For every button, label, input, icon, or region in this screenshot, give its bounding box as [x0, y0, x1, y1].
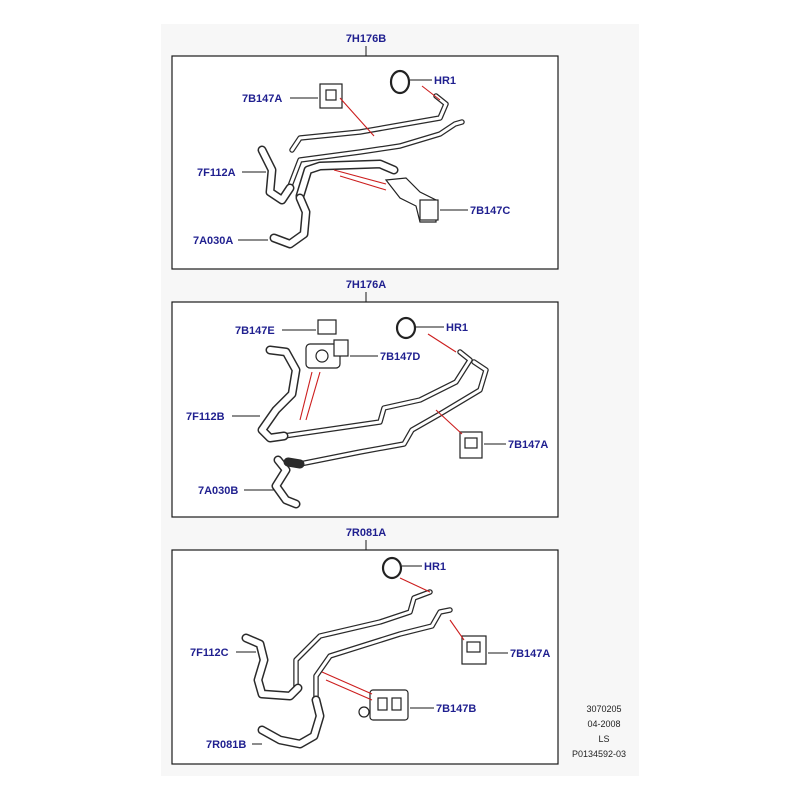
panel-3-frame [171, 549, 559, 765]
footer-date: 04-2008 [587, 719, 620, 729]
panel-2-red-7b147d-a [299, 371, 313, 421]
panel-3-title: 7R081A [346, 527, 386, 539]
panel-3-bracket-7b147b-tab [358, 706, 370, 718]
panel-3-red-7b147a [449, 619, 465, 641]
panel-1-o-ring-hr1 [389, 69, 411, 95]
panel-1-red-7b147a [339, 97, 375, 137]
footer-code: LS [598, 734, 609, 744]
footer-doc-id: P0134592-03 [572, 749, 626, 759]
panel-3-bracket-7b147a-slot [466, 641, 481, 653]
panel-2-block-7b147d-hole [315, 349, 329, 363]
panel-3-bracket-7b147b-hole-a [377, 697, 388, 711]
panel-3-callout-7f112c: 7F112C [190, 647, 229, 659]
footer-ref-number: 3070205 [586, 704, 621, 714]
panel-2-callout-7a030b: 7A030B [198, 485, 238, 497]
panel-3: 7R081A HR1 7F112C 7B147A 7B147B [171, 527, 559, 765]
panel-2-red-7b147a [435, 409, 463, 435]
panel-1-bracket-7b147a-slot [325, 89, 337, 101]
panel-2-pipes [257, 345, 489, 509]
panel-1-red-7b147c-a [333, 169, 387, 185]
panel-2-red-7b147d-b [305, 371, 321, 421]
panel-2-bracket-7b147d [333, 339, 349, 357]
panel-1: 7H176B 7B147A HR1 7F112A 7 [171, 33, 559, 270]
panel-2-clip-7b147e [317, 319, 337, 335]
panel-1-callout-7b147c: 7B147C [470, 205, 510, 217]
panel-2-frame [171, 301, 559, 518]
panel-1-callout-7b147a: 7B147A [242, 93, 282, 105]
panel-2-title: 7H176A [346, 279, 386, 291]
panel-2: 7H176A 7B147E HR1 7B147D 7F112B [171, 279, 559, 518]
panel-3-red-7b147b-b [325, 679, 373, 701]
panel-3-pipes [241, 589, 453, 749]
panel-3-red-7b147b-a [321, 671, 373, 695]
panel-2-callout-7b147e: 7B147E [235, 325, 275, 337]
panel-2-bracket-7b147a-slot [464, 437, 478, 449]
panel-2-callout-hr1: HR1 [446, 322, 468, 334]
panel-3-o-ring-hr1 [381, 556, 403, 580]
panel-3-bracket-7b147b-hole-b [391, 697, 402, 711]
panel-3-bracket-7b147b [369, 689, 409, 721]
panel-3-callout-7b147b: 7B147B [436, 703, 476, 715]
panel-2-callout-7b147a: 7B147A [508, 439, 548, 451]
panel-1-red-7b147c-b [339, 175, 387, 191]
panel-3-callout-7r081b: 7R081B [206, 739, 246, 751]
panel-1-clip-7b147c [419, 199, 439, 221]
panel-2-red-hr1 [427, 333, 457, 353]
panel-1-title: 7H176B [346, 33, 386, 45]
panel-2-callout-7f112b: 7F112B [186, 411, 225, 423]
panel-3-callout-hr1: HR1 [424, 561, 446, 573]
panel-1-callout-7f112a: 7F112A [197, 167, 236, 179]
panel-3-red-hr1 [399, 577, 431, 593]
panel-2-o-ring-hr1 [395, 316, 417, 340]
panel-1-callout-hr1: HR1 [434, 75, 456, 87]
panel-1-pipes [257, 93, 465, 249]
panel-1-callout-7a030a: 7A030A [193, 235, 233, 247]
panel-3-callout-7b147a: 7B147A [510, 648, 550, 660]
footer-reference: 3070205 04-2008 LS P0134592-03 [572, 704, 626, 759]
panel-2-callout-7b147d: 7B147D [380, 351, 420, 363]
panel-1-red-hr1 [421, 85, 441, 101]
